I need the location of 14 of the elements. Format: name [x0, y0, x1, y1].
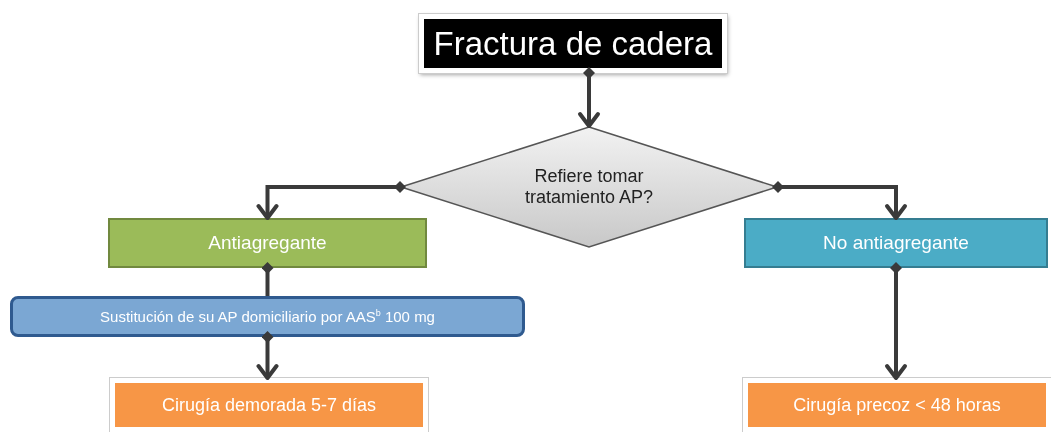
node-label: No antiagregante [822, 232, 970, 254]
node-label: Cirugía precoz < 48 horas [792, 394, 1002, 416]
node-label: Sustitución de su AP domiciliario por AAS$^{b}$ 100 mg [99, 307, 436, 326]
process-box [108, 218, 427, 268]
node-label: Antiagregante [207, 232, 328, 254]
node-label: Fractura de cadera [432, 24, 714, 63]
process-box [744, 218, 1048, 268]
node-label: Refiere tomar tratamiento AP? [523, 166, 655, 208]
process-box [10, 296, 525, 337]
connector-arrow [256, 181, 406, 220]
node-label: Cirugía demorada 5-7 días [160, 394, 378, 416]
connector-arrow [885, 262, 907, 380]
connector-arrow [772, 181, 907, 220]
connector-arrow [256, 331, 279, 380]
